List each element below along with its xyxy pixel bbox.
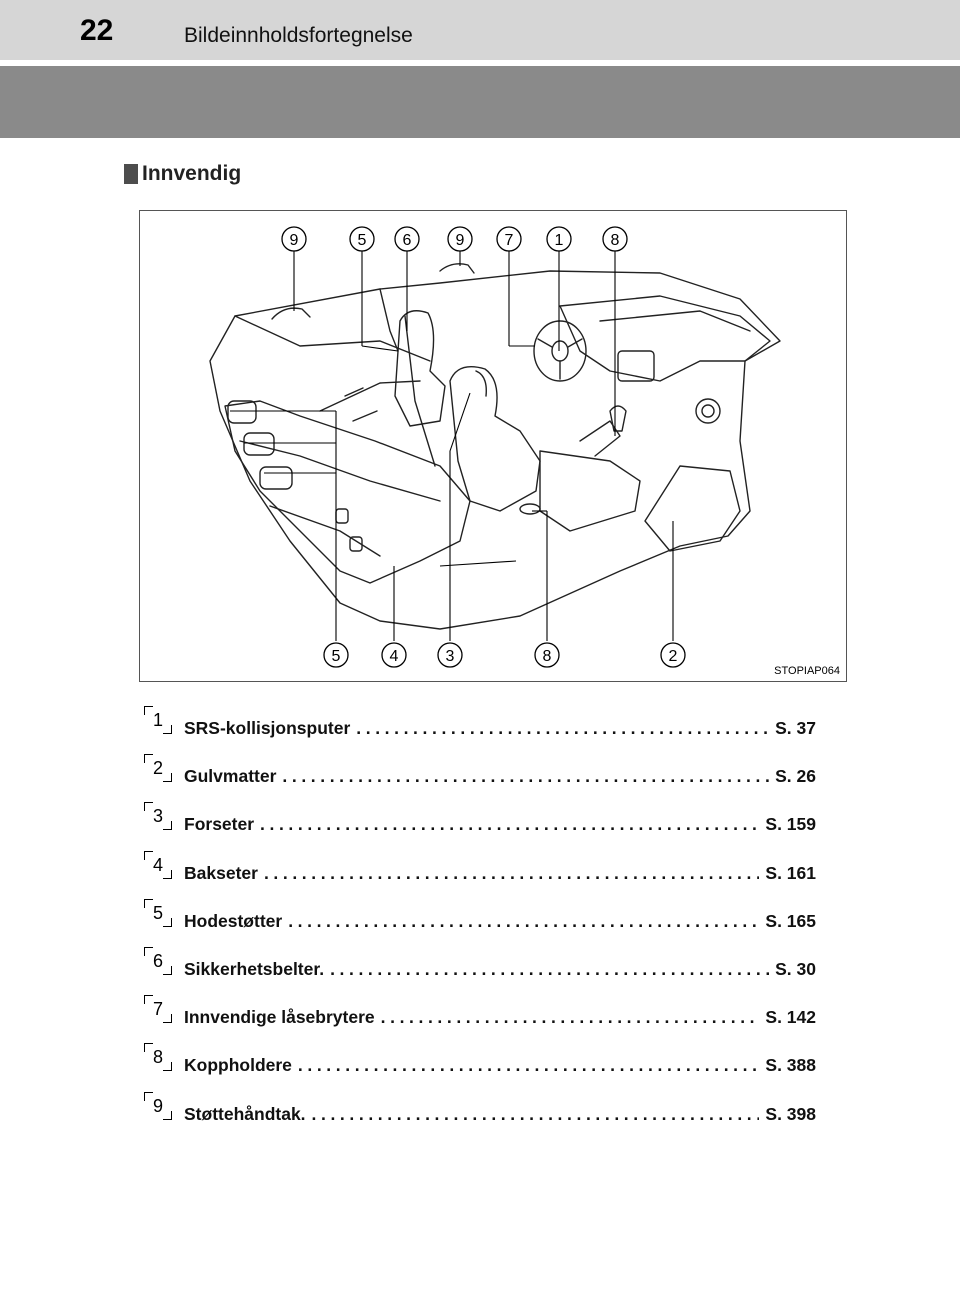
index-label: Koppholdere xyxy=(184,1055,292,1076)
index-label: Støttehåndtak. xyxy=(184,1103,306,1124)
index-row: Forseter ...............................… xyxy=(184,814,816,835)
index-item[interactable]: 8 Koppholdere ..........................… xyxy=(144,1043,816,1093)
index-row: Hodestøtter ............................… xyxy=(184,911,816,932)
callout-top-4: 9 xyxy=(456,232,465,249)
index-label: Sikkerhetsbelter. xyxy=(184,958,325,979)
index-item[interactable]: 9 Støttehåndtak. .......................… xyxy=(144,1091,816,1142)
index-label: Forseter xyxy=(184,814,255,835)
index-number: 1 xyxy=(144,706,172,734)
index-item[interactable]: 3 Forseter .............................… xyxy=(144,802,816,852)
index-row: Bakseter ...............................… xyxy=(184,863,816,884)
dot-leader: ........................................… xyxy=(380,1007,760,1028)
dot-leader: ........................................… xyxy=(260,814,759,835)
section-heading: Innvendig xyxy=(124,162,241,186)
callout-top-7: 8 xyxy=(611,232,620,249)
callout-bottom-2: 4 xyxy=(390,648,399,665)
index-item[interactable]: 5 Hodestøtter ..........................… xyxy=(144,898,816,949)
section-title: Innvendig xyxy=(142,162,242,185)
interior-figure: 9 5 6 9 7 1 8 5 4 3 8 2 STOPIAP064 xyxy=(139,210,847,682)
callout-top-1: 9 xyxy=(290,232,299,249)
dot-leader: ........................................… xyxy=(330,958,769,979)
index-page-ref[interactable]: S. 388 xyxy=(765,1055,816,1076)
index-list: 1 SRS-kollisjonsputer ..................… xyxy=(144,706,816,1142)
callout-top-5: 7 xyxy=(505,232,514,249)
index-number: 2 xyxy=(144,754,172,783)
dot-leader: ........................................… xyxy=(356,718,769,738)
page-number: 22 xyxy=(80,14,114,47)
index-number: 4 xyxy=(144,850,172,879)
index-item[interactable]: 4 Bakseter .............................… xyxy=(144,850,816,901)
index-number: 9 xyxy=(144,1091,172,1120)
index-row: Sikkerhetsbelter. ......................… xyxy=(184,959,816,980)
index-label: Hodestøtter xyxy=(184,910,283,931)
header-band xyxy=(0,66,960,138)
section-marker-icon xyxy=(124,164,138,184)
dot-leader: ........................................… xyxy=(311,1103,760,1124)
dot-leader: ........................................… xyxy=(288,910,760,931)
dot-leader: ........................................… xyxy=(282,766,769,787)
index-page-ref[interactable]: S. 142 xyxy=(765,1007,816,1028)
index-page-ref[interactable]: S. 165 xyxy=(765,910,816,931)
index-number: 5 xyxy=(144,898,172,927)
callout-top-2: 5 xyxy=(358,232,367,249)
index-label: Innvendige låsebrytere xyxy=(184,1007,375,1028)
index-row: Innvendige låsebrytere .................… xyxy=(184,1007,816,1028)
index-label: SRS-kollisjonsputer xyxy=(184,718,351,738)
index-row: SRS-kollisjonsputer ....................… xyxy=(184,718,816,739)
index-number: 7 xyxy=(144,995,172,1024)
index-page-ref[interactable]: S. 26 xyxy=(775,766,816,787)
index-item[interactable]: 2 Gulvmatter ...........................… xyxy=(144,754,816,804)
index-number: 3 xyxy=(144,802,172,831)
page-header: 22 Bildeinnholdsfortegnelse xyxy=(0,0,960,60)
index-row: Koppholdere ............................… xyxy=(184,1055,816,1076)
callout-bottom-1: 5 xyxy=(332,648,341,665)
dot-leader: ........................................… xyxy=(263,862,759,883)
callout-top-6: 1 xyxy=(555,232,564,249)
index-item[interactable]: 6 Sikkerhetsbelter. ....................… xyxy=(144,946,816,997)
index-page-ref[interactable]: S. 161 xyxy=(765,862,816,883)
index-number: 6 xyxy=(144,946,172,975)
index-item[interactable]: 7 Innvendige låsebrytere ...............… xyxy=(144,995,816,1045)
callout-top-3: 6 xyxy=(403,232,412,249)
callout-bottom-4: 8 xyxy=(543,648,552,665)
chapter-title: Bildeinnholdsfortegnelse xyxy=(184,24,413,47)
callout-bottom-5: 2 xyxy=(669,648,678,665)
car-interior-illustration: 9 5 6 9 7 1 8 5 4 3 8 2 xyxy=(209,226,781,668)
index-row: Støttehåndtak. .........................… xyxy=(184,1104,816,1125)
index-number: 8 xyxy=(144,1043,172,1072)
callout-bottom-3: 3 xyxy=(446,648,455,665)
index-label: Bakseter xyxy=(184,862,258,883)
index-page-ref[interactable]: S. 30 xyxy=(775,958,816,979)
figure-code: STOPIAP064 xyxy=(774,665,840,677)
index-label: Gulvmatter xyxy=(184,766,277,787)
index-row: Gulvmatter .............................… xyxy=(184,766,816,787)
index-page-ref[interactable]: S. 159 xyxy=(765,814,816,835)
index-page-ref[interactable]: S. 37 xyxy=(775,718,816,738)
index-item[interactable]: 1 SRS-kollisjonsputer ..................… xyxy=(144,706,816,756)
dot-leader: ........................................… xyxy=(297,1055,759,1076)
index-page-ref[interactable]: S. 398 xyxy=(765,1103,816,1124)
